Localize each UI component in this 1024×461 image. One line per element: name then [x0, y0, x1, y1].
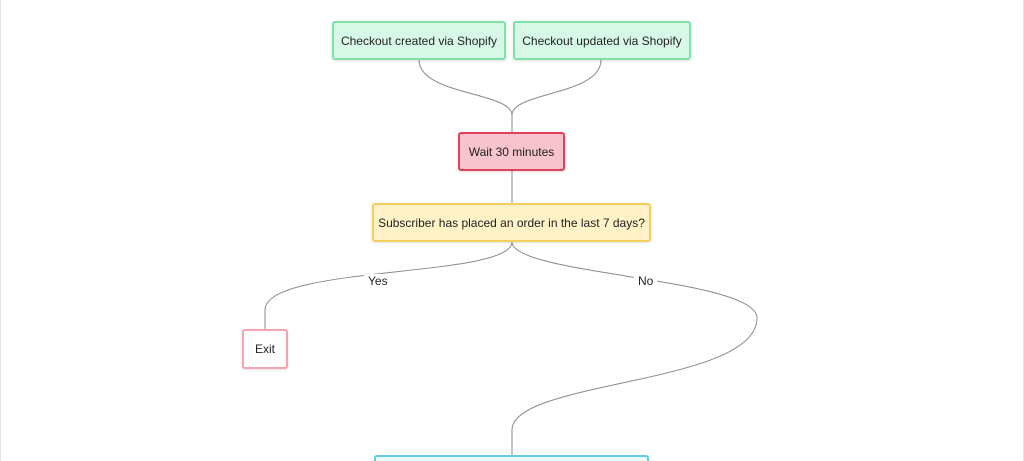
- next-action-node[interactable]: [374, 455, 649, 461]
- connector-no-branch: [511, 241, 758, 461]
- connector-yes-branch: [264, 241, 513, 330]
- delay-node[interactable]: Wait 30 minutes: [458, 132, 565, 171]
- connector-trigger-left: [418, 59, 513, 116]
- condition-node-label: Subscriber has placed an order in the la…: [378, 215, 645, 230]
- condition-node[interactable]: Subscriber has placed an order in the la…: [372, 203, 651, 242]
- exit-node-label: Exit: [254, 342, 275, 356]
- trigger-node-checkout-updated[interactable]: Checkout updated via Shopify: [513, 21, 691, 60]
- trigger-node-label: Checkout updated via Shopify: [522, 33, 682, 48]
- delay-node-label: Wait 30 minutes: [468, 144, 555, 159]
- trigger-node-checkout-created[interactable]: Checkout created via Shopify: [332, 21, 506, 60]
- trigger-node-label: Checkout created via Shopify: [340, 33, 498, 48]
- connector-trigger-right: [511, 59, 602, 116]
- branch-label-yes: Yes: [364, 274, 392, 288]
- branch-label-no: No: [634, 274, 658, 288]
- exit-node[interactable]: Exit: [242, 329, 288, 369]
- frame-edge-left: [0, 0, 1, 461]
